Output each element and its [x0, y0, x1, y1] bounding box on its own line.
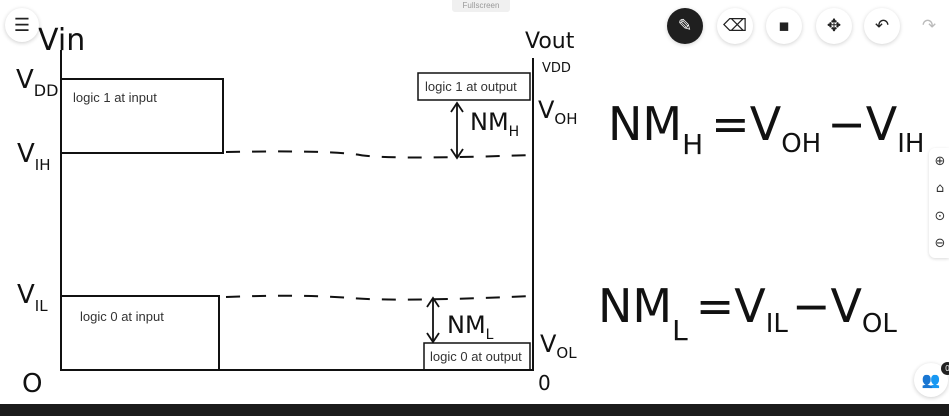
voh-label: VOH: [538, 96, 578, 128]
logic0-input-label: logic 0 at input: [80, 309, 164, 324]
vol-label: VOL: [540, 330, 577, 362]
zoom-in-button[interactable]: ⊕: [931, 150, 949, 172]
move-icon: ✥: [826, 16, 842, 36]
target-icon: ⊙: [934, 208, 946, 224]
equation-nml: NML=VIL−VOL: [598, 279, 897, 347]
home-button[interactable]: ⌂: [931, 177, 949, 199]
pen-tool-button[interactable]: ✎: [667, 8, 703, 44]
menu-button[interactable]: ☰: [5, 8, 39, 42]
logic0-output-box: [423, 342, 531, 371]
vil-dashed-line: [225, 294, 533, 301]
collaborator-count-badge: 0: [941, 362, 949, 375]
vil-label: VIL: [17, 280, 48, 315]
pencil-icon: ✎: [677, 16, 693, 36]
zero-right-label: 0: [538, 371, 551, 395]
undo-icon: ↶: [874, 16, 890, 36]
nmh-diagram-label: NMH: [470, 108, 519, 140]
logic0-output-label: logic 0 at output: [430, 349, 522, 364]
logic1-output-box: [417, 72, 531, 101]
sticky-note-icon: ▪: [778, 16, 790, 36]
eraser-icon: ⌫: [722, 16, 748, 36]
zero-left-label: O: [22, 369, 42, 399]
eraser-tool-button[interactable]: ⌫: [717, 8, 753, 44]
logic0-input-region: [60, 295, 220, 371]
move-tool-button[interactable]: ✥: [816, 8, 852, 44]
logic1-input-region: [60, 78, 224, 154]
nml-arrowhead-top: [426, 296, 440, 308]
nmh-arrowhead-top: [450, 101, 464, 113]
sticky-note-button[interactable]: ▪: [766, 8, 802, 44]
users-icon: 👥: [921, 372, 941, 389]
vdd-label: VDD: [16, 65, 58, 100]
zoom-out-button[interactable]: ⊖: [931, 232, 949, 254]
vout-vdd-label: VDD: [542, 61, 571, 76]
zoom-controls-panel: [929, 148, 949, 258]
redo-icon: ↷: [921, 16, 937, 36]
redo-button[interactable]: ↷: [912, 8, 946, 44]
zoom-out-icon: ⊖: [934, 235, 946, 251]
vih-dashed-line: [225, 150, 533, 159]
zoom-in-icon: ⊕: [934, 153, 946, 169]
hamburger-icon: ☰: [13, 14, 31, 35]
fullscreen-hint[interactable]: Fullscreen: [452, 0, 510, 12]
nml-arrowhead-bottom: [426, 332, 440, 344]
logic1-input-label: logic 1 at input: [73, 90, 157, 105]
vout-label: Vout: [525, 29, 575, 54]
bottom-bar: [0, 404, 949, 416]
vin-label: Vin: [38, 23, 85, 58]
home-icon: ⌂: [935, 180, 945, 196]
center-view-button[interactable]: ⊙: [931, 205, 949, 227]
nmh-arrowhead-bottom: [450, 148, 464, 160]
logic1-output-label: logic 1 at output: [425, 79, 517, 94]
undo-button[interactable]: ↶: [864, 8, 900, 44]
nml-diagram-label: NML: [447, 311, 494, 343]
vih-label: VIH: [17, 139, 51, 174]
equation-nmh: NMH=VOH−VIH: [608, 97, 924, 161]
